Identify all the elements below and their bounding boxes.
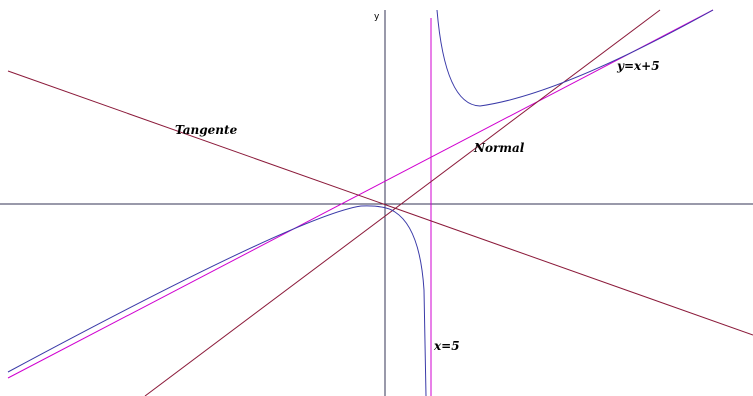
curve-right-branch bbox=[436, 9, 714, 107]
tangent-label: Tangente bbox=[175, 123, 238, 137]
oblique-asymptote-label: y=x+5 bbox=[616, 59, 660, 73]
normal-label: Normal bbox=[473, 141, 525, 155]
oblique-asymptote bbox=[7, 9, 714, 379]
normal-line bbox=[144, 9, 661, 396]
vertical-asymptote-label: x=5 bbox=[433, 339, 460, 353]
tangent-line bbox=[7, 70, 753, 336]
y-axis-label: y bbox=[374, 12, 380, 22]
curve-left-branch bbox=[7, 205, 427, 396]
